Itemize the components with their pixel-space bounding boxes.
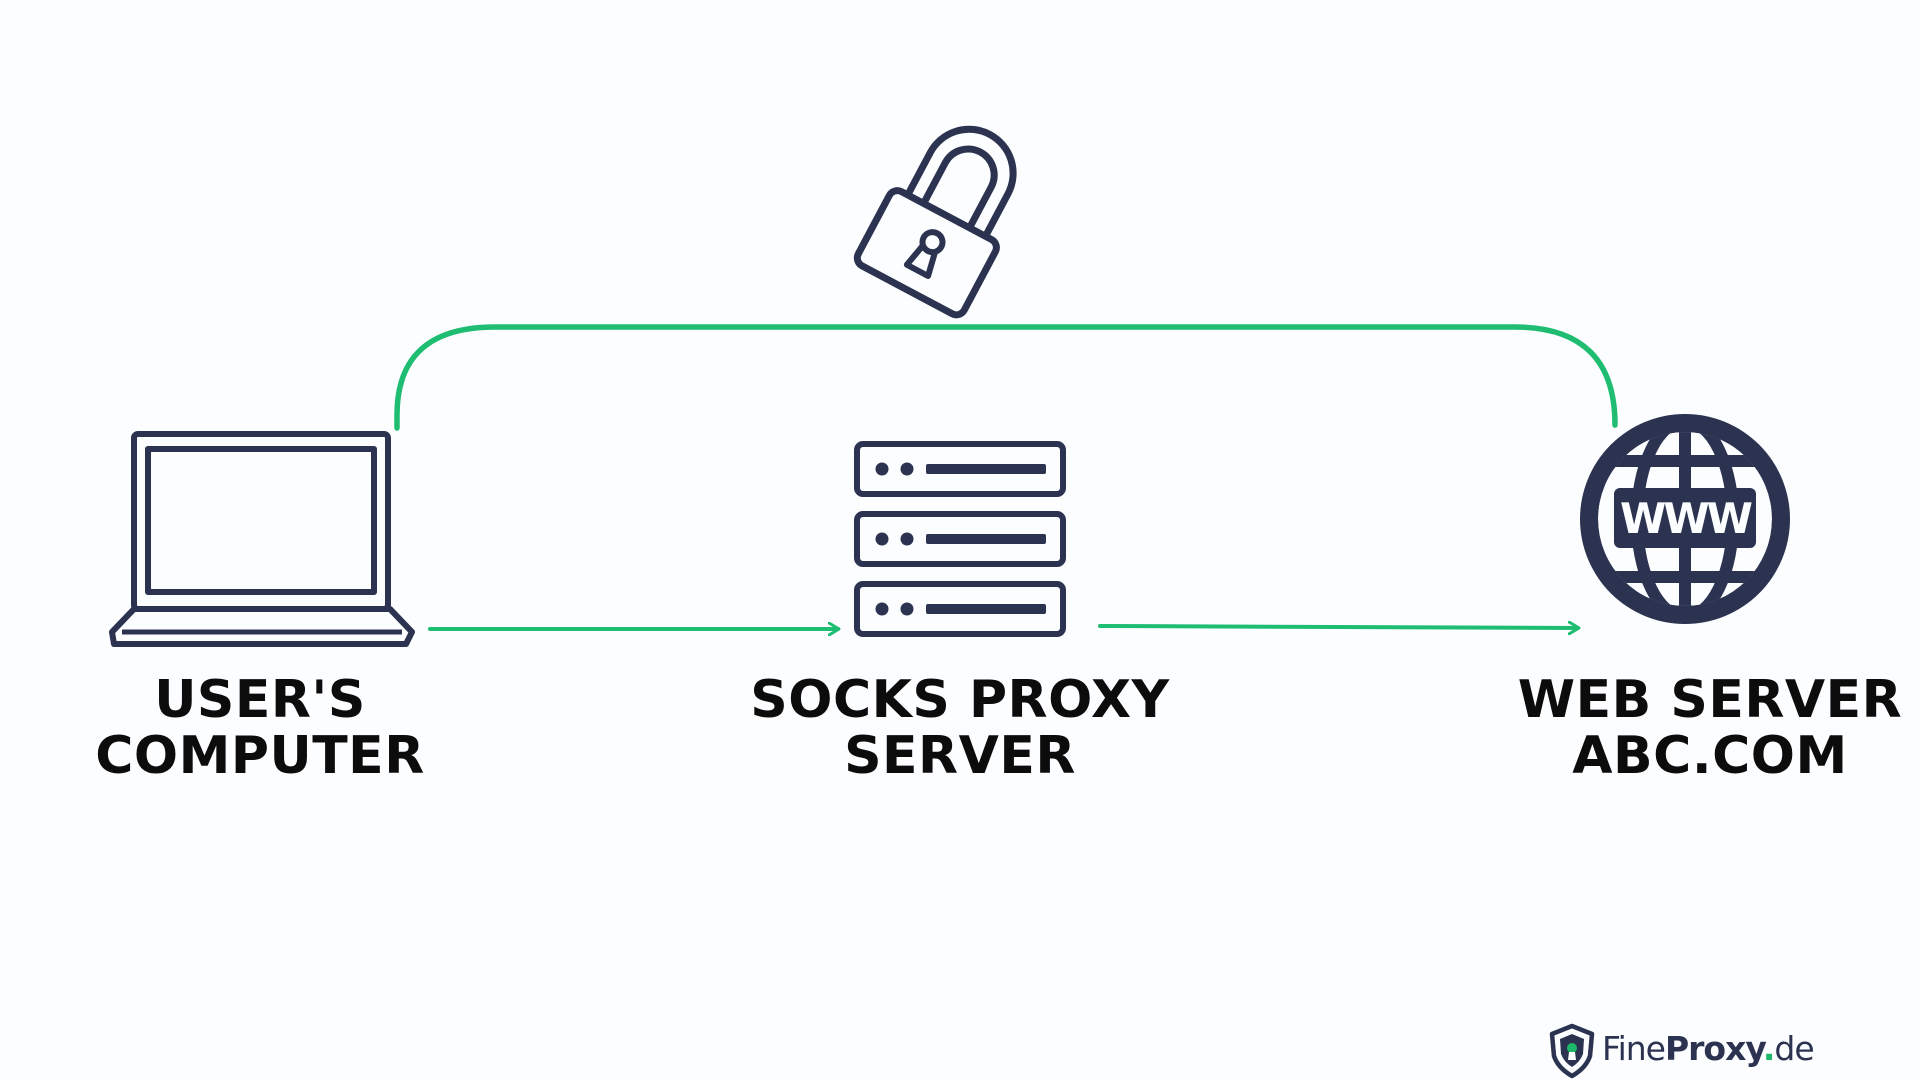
globe-www-icon: WWW bbox=[1580, 414, 1790, 624]
laptop-icon bbox=[109, 431, 415, 647]
web-server-label-line1: WEB SERVER bbox=[1517, 670, 1903, 730]
web-server-label-line2: ABC.COM bbox=[1572, 726, 1848, 786]
user-computer-label: USER'S COMPUTER bbox=[60, 672, 460, 784]
logo-icon-space bbox=[1548, 1022, 1596, 1074]
logo-text-tld: de bbox=[1774, 1028, 1814, 1068]
socks-proxy-label-line2: SERVER bbox=[844, 726, 1076, 786]
shield-logo-icon bbox=[1549, 1023, 1595, 1079]
logo-text-dot: . bbox=[1762, 1028, 1776, 1068]
socks-proxy-label: SOCKS PROXY SERVER bbox=[720, 672, 1200, 784]
user-computer-label-line1: USER'S bbox=[154, 670, 366, 730]
web-server-label: WEB SERVER ABC.COM bbox=[1490, 672, 1920, 784]
logo-text: FineProxy.de bbox=[1602, 1028, 1815, 1068]
server-rack-icon bbox=[854, 441, 1066, 637]
fineproxy-logo: FineProxy.de bbox=[1548, 1022, 1815, 1074]
socks-proxy-label-line1: SOCKS PROXY bbox=[750, 670, 1170, 730]
padlock-icon bbox=[853, 125, 1017, 319]
user-computer-label-line2: COMPUTER bbox=[95, 726, 425, 786]
arrow-proxy-to-web bbox=[1098, 626, 1578, 628]
logo-text-proxy: Proxy bbox=[1664, 1028, 1764, 1068]
logo-text-fine: Fine bbox=[1602, 1028, 1666, 1068]
globe-www-text: WWW bbox=[1620, 494, 1753, 543]
encrypted-tunnel-connector bbox=[394, 324, 1618, 431]
